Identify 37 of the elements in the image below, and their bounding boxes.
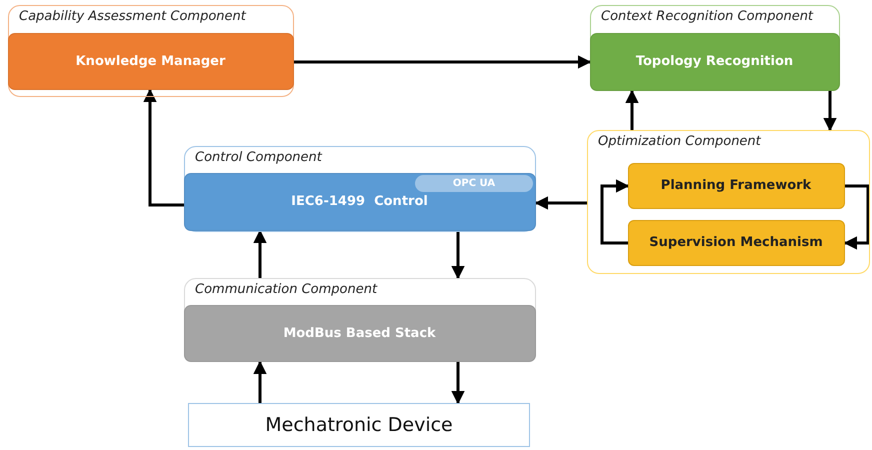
block-label: ModBus Based Stack [283,326,436,340]
arrow [600,179,630,244]
block-label: Knowledge Manager [76,54,226,68]
component-block [184,172,536,230]
arrow [253,230,267,278]
block-label: Supervision Mechanism [649,235,823,250]
block-label: Topology Recognition [636,54,794,69]
arrow [844,184,870,250]
arrow [253,360,267,403]
arrow [534,196,587,210]
component-frame [590,5,840,91]
arrow [294,55,592,69]
device-box [188,403,530,447]
component-block [8,32,294,90]
arrow [451,231,465,280]
component-title: Optimization Component [598,134,761,149]
component-title: Context Recognition Component [601,9,814,24]
arrow [625,90,639,130]
block-label: IEC6-1499 Control [291,194,428,209]
arrow [143,88,184,206]
component-frame [184,278,536,362]
arrow [451,362,465,404]
interface-tag [415,175,533,192]
component-frame [587,130,870,274]
component-frame [8,5,294,97]
tag-label: OPC UA [452,178,496,189]
component-title: Capability Assessment Component [19,9,246,24]
component-frame [184,146,536,232]
component-title: Communication Component [195,282,378,297]
component-block [184,304,536,362]
component-title: Control Component [195,150,322,165]
arrow [823,91,837,132]
block-label: Planning Framework [660,178,812,193]
component-block [590,32,840,90]
device-label: Mechatronic Device [265,414,453,436]
mechanism-box [628,162,844,208]
mechanism-box [628,220,844,266]
